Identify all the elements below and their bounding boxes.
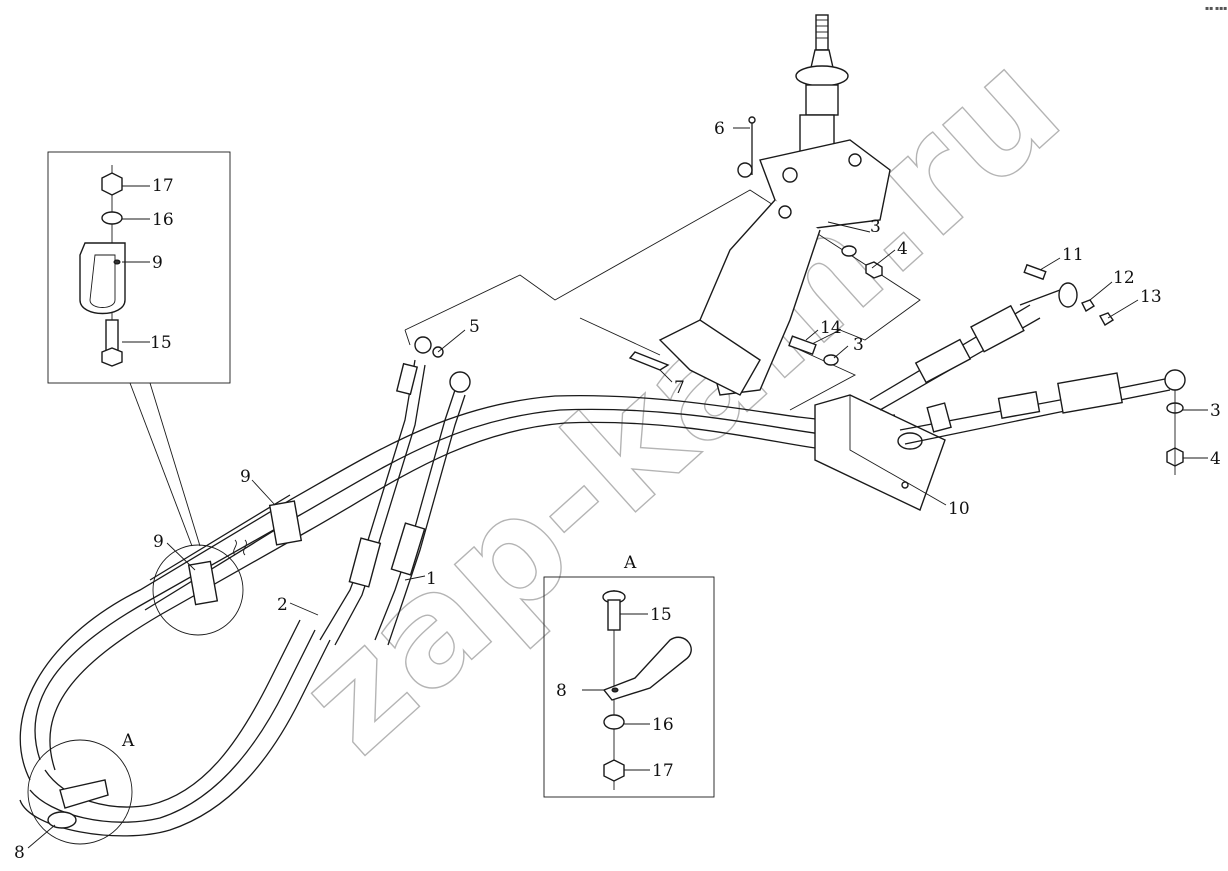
detail-box-a: A 15 8 16 17 — [543, 553, 715, 798]
detail-circle-a — [27, 739, 133, 845]
callout-5: 5 — [469, 317, 480, 337]
svg-text:zap-kam.ru: zap-kam.ru — [268, 20, 1093, 787]
callout-13: 13 — [1140, 287, 1162, 307]
callout-6: 6 — [714, 119, 725, 139]
callout-3-end: 3 — [1210, 401, 1221, 421]
detail-a-title: A — [623, 553, 637, 573]
cable-ends — [869, 263, 1186, 475]
detail-a-label-16: 16 — [652, 715, 674, 735]
callout-3-bolt: 3 — [853, 335, 864, 355]
detail-left-label-9: 9 — [152, 253, 163, 273]
callout-4-lever: 4 — [897, 239, 908, 259]
corner-mark: ▪▪ ▪▪▪ — [1205, 5, 1227, 12]
detail-left-label-16: 16 — [152, 210, 174, 230]
detail-a-label-8: 8 — [556, 681, 567, 701]
callout-7: 7 — [674, 378, 685, 398]
callout-2: 2 — [277, 595, 288, 615]
callout-9-upper: 9 — [240, 467, 251, 487]
callout-8: 8 — [14, 843, 25, 863]
callout-10: 10 — [948, 499, 970, 519]
detail-left-label-15: 15 — [150, 333, 172, 353]
watermark: zap-kam.ru — [267, 19, 1093, 788]
detail-left-label-17: 17 — [152, 176, 174, 196]
shift-cables — [319, 336, 471, 646]
clips-9 — [187, 500, 303, 606]
callouts: 1 2 3 3 3 4 4 5 6 7 8 9 9 10 11 12 13 14 — [14, 119, 1221, 863]
callout-11: 11 — [1062, 245, 1084, 265]
detail-box-left: 17 16 9 15 — [47, 151, 231, 384]
callout-9-lower: 9 — [153, 532, 164, 552]
clip-8 — [47, 779, 109, 829]
callout-14: 14 — [820, 318, 842, 338]
detail-a-label-17: 17 — [652, 761, 674, 781]
detail-a-label-15: 15 — [650, 605, 672, 625]
callout-12: 12 — [1113, 268, 1135, 288]
callout-3-lever: 3 — [870, 217, 881, 237]
shift-lever-assembly — [628, 14, 891, 396]
callout-4-end: 4 — [1210, 449, 1221, 469]
view-marker-a: A — [121, 731, 135, 751]
leader-lines — [27, 127, 1208, 849]
cable-loop — [19, 394, 906, 837]
detail-circle-9 — [152, 544, 244, 636]
bracket-10 — [814, 394, 946, 511]
callout-1: 1 — [426, 569, 437, 589]
